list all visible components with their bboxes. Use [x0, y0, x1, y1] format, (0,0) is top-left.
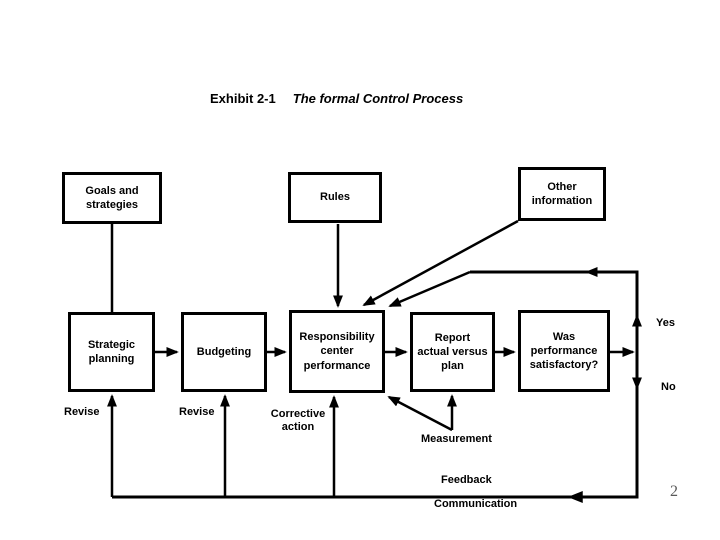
label-no: No — [661, 381, 676, 393]
box-responsibility-label: Responsibility center performance — [299, 331, 375, 372]
label-corrective-action: Corrective action — [270, 408, 326, 434]
box-goals-strategies: Goals and strategies — [62, 172, 162, 224]
box-rules-label: Rules — [320, 191, 350, 204]
box-strategic-planning: Strategic planning — [68, 312, 155, 392]
connector-other-info-to-responsibility — [362, 219, 519, 307]
label-revise-budgeting: Revise — [179, 406, 215, 418]
box-was-satisfactory-label: Was performance satisfactory? — [529, 330, 599, 372]
label-revise-strategic: Revise — [64, 406, 100, 418]
exhibit-title: The formal Control Process — [292, 91, 464, 106]
box-budgeting-label: Budgeting — [196, 345, 252, 358]
label-communication: Communication — [434, 498, 518, 510]
page-number: 2 — [670, 483, 678, 500]
box-report-actual-versus-plan: Report actual versus plan — [410, 312, 495, 392]
label-measurement: Measurement — [421, 433, 492, 445]
box-was-performance-satisfactory: Was performance satisfactory? — [518, 310, 610, 392]
box-strategic-planning-label: Strategic planning — [87, 338, 136, 365]
connector-yes-loop-to-responsibility — [388, 270, 471, 308]
box-report-label: Report actual versus plan — [417, 331, 488, 373]
label-yes: Yes — [656, 317, 675, 329]
box-other-information-label: Other information — [531, 180, 593, 207]
box-responsibility-center-performance: Responsibility center performance — [289, 310, 385, 393]
connector-measurement-to-responsibility — [387, 395, 453, 432]
box-goals-strategies-label: Goals and strategies — [85, 184, 139, 211]
slide-title: Exhibit 2-1 The formal Control Process — [210, 91, 463, 106]
box-rules: Rules — [288, 172, 382, 223]
label-feedback: Feedback — [441, 474, 492, 486]
box-other-information: Other information — [518, 167, 606, 221]
box-budgeting: Budgeting — [181, 312, 267, 392]
exhibit-number: Exhibit 2-1 — [210, 91, 276, 106]
